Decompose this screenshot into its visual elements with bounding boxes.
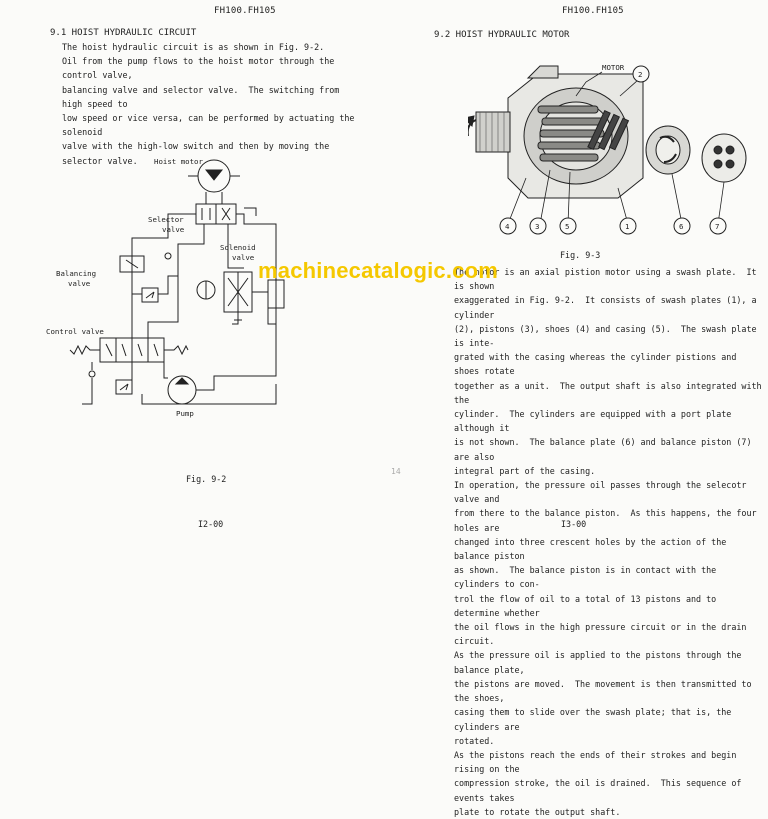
page-number: I2-00 [198, 519, 224, 529]
label-selector-valve-2: valve [162, 225, 185, 234]
label-hoist-motor: Hoist motor [154, 157, 203, 166]
hoist-hydraulic-circuit-diagram: Hoist motor Selector valve Solenoid valv… [46, 157, 285, 418]
figure-caption: Fig. 9-3 [560, 250, 601, 260]
callout-6: 6 [679, 222, 683, 231]
callout-3: 3 [535, 222, 539, 231]
pencil-mark: 14 [391, 467, 401, 476]
balancing-relief-symbol [141, 287, 159, 303]
label-balancing-valve-1: Balancing [56, 269, 96, 278]
section-title: 9.2 HOIST HYDRAULIC MOTOR [434, 30, 570, 40]
hoist-motor-exploded-illustration: MOTOR 2 4 3 5 1 6 7 [468, 63, 747, 235]
callout-2: 2 [638, 70, 642, 79]
label-balancing-valve-2: valve [68, 279, 91, 288]
figure-caption: Fig. 9-2 [186, 474, 227, 484]
callout-7: 7 [715, 222, 719, 231]
callout-5: 5 [565, 222, 569, 231]
label-pump: Pump [176, 409, 194, 418]
callout-1: 1 [625, 222, 629, 231]
callout-4: 4 [505, 222, 510, 231]
left-page: FH100.FH105 9.1 HOIST HYDRAULIC CIRCUIT … [0, 0, 384, 542]
watermark-text: machinecatalogic.com [258, 258, 498, 283]
section-title: 9.1 HOIST HYDRAULIC CIRCUIT [50, 28, 197, 38]
section-body: The hoist hydraulic circuit is as shown … [62, 42, 355, 166]
page-header: FH100.FH105 [562, 6, 624, 16]
page-number: I3-00 [561, 519, 587, 529]
label-solenoid-valve-1: Solenoid [220, 243, 256, 252]
label-selector-valve-1: Selector [148, 215, 184, 224]
label-solenoid-valve-2: valve [232, 253, 255, 262]
page-header: FH100.FH105 [214, 6, 276, 16]
label-control-valve: Control valve [46, 327, 104, 336]
label-motor: MOTOR [602, 63, 625, 72]
